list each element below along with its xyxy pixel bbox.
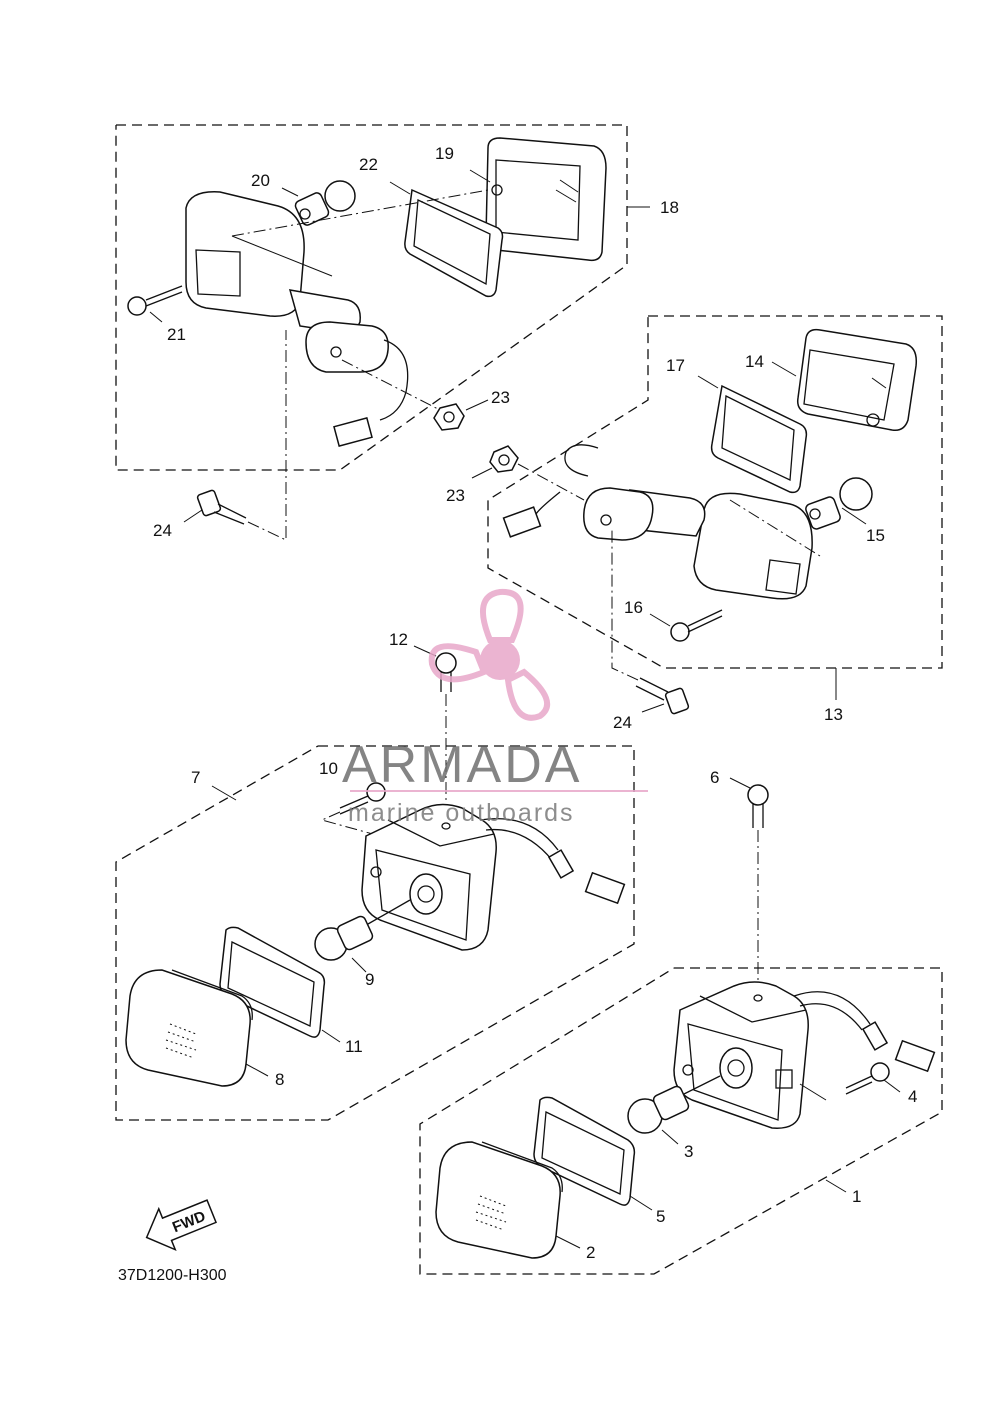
- callout-10: 10: [319, 759, 338, 778]
- screw-24-upper: [183, 330, 287, 541]
- bulb-9: [314, 899, 411, 973]
- screw-21: [127, 285, 183, 323]
- callout-5: 5: [656, 1207, 665, 1226]
- housing-1: [673, 981, 936, 1129]
- watermark: ARMADA marine outboards: [342, 588, 648, 827]
- bulb-20: [281, 180, 356, 226]
- callout-22: 22: [359, 155, 378, 174]
- callout-2: 2: [586, 1243, 595, 1262]
- screw-6: [729, 777, 769, 994]
- callout-16: 16: [624, 598, 643, 617]
- lens-8-pattern: [165, 1023, 197, 1059]
- callout-6: 6: [710, 768, 719, 787]
- callout-23-lower: 23: [446, 486, 465, 505]
- assembly-7-frame: [115, 745, 635, 1121]
- screw-24-lower: [611, 528, 690, 715]
- callout-18: 18: [660, 198, 679, 217]
- watermark-subtitle: marine outboards: [348, 799, 575, 827]
- housing-13: [502, 444, 821, 600]
- callout-17: 17: [666, 356, 685, 375]
- assembly-18-frame: [115, 124, 650, 471]
- callout-1: 1: [852, 1187, 861, 1206]
- assembly-13-frame: [487, 315, 943, 700]
- assembly-1-frame: [419, 967, 943, 1275]
- callout-19: 19: [435, 144, 454, 163]
- screw-4: [845, 1062, 901, 1095]
- callout-14: 14: [745, 352, 764, 371]
- drawing-code: 37D1200-H300: [118, 1267, 227, 1284]
- lens-8: [125, 969, 269, 1087]
- callout-15: 15: [866, 526, 885, 545]
- lens-14: [771, 328, 918, 432]
- bulb-3: [627, 1075, 721, 1145]
- housing-7: [361, 803, 626, 951]
- callout-24-upper: 24: [153, 521, 172, 540]
- gasket-17: [697, 375, 808, 494]
- nut-23-lower: [471, 445, 585, 501]
- callout-20: 20: [251, 171, 270, 190]
- callout-4: 4: [908, 1087, 917, 1106]
- bulb-15: [805, 477, 873, 530]
- callout-23-upper: 23: [491, 388, 510, 407]
- propeller-logo-icon: [428, 588, 551, 721]
- callout-12: 12: [389, 630, 408, 649]
- watermark-title: ARMADA: [342, 736, 582, 794]
- callout-24-lower: 24: [613, 713, 632, 732]
- callout-11: 11: [345, 1037, 363, 1056]
- nut-23-upper: [341, 359, 489, 431]
- lens-2-pattern: [475, 1195, 507, 1231]
- callout-21: 21: [167, 325, 186, 344]
- callout-13: 13: [824, 705, 843, 724]
- housing-18: [185, 189, 489, 447]
- fwd-arrow-icon: FWD: [145, 1199, 217, 1252]
- callout-labels: 1 2 3 4 5 6 7 8 9 10 11 12 13 14 15 16 1…: [153, 144, 917, 1262]
- callout-8: 8: [275, 1070, 284, 1089]
- callout-9: 9: [365, 970, 374, 989]
- callout-7: 7: [191, 768, 200, 787]
- gasket-22: [389, 181, 504, 298]
- callout-3: 3: [684, 1142, 693, 1161]
- screw-16: [649, 609, 723, 642]
- lens-2: [435, 1141, 581, 1259]
